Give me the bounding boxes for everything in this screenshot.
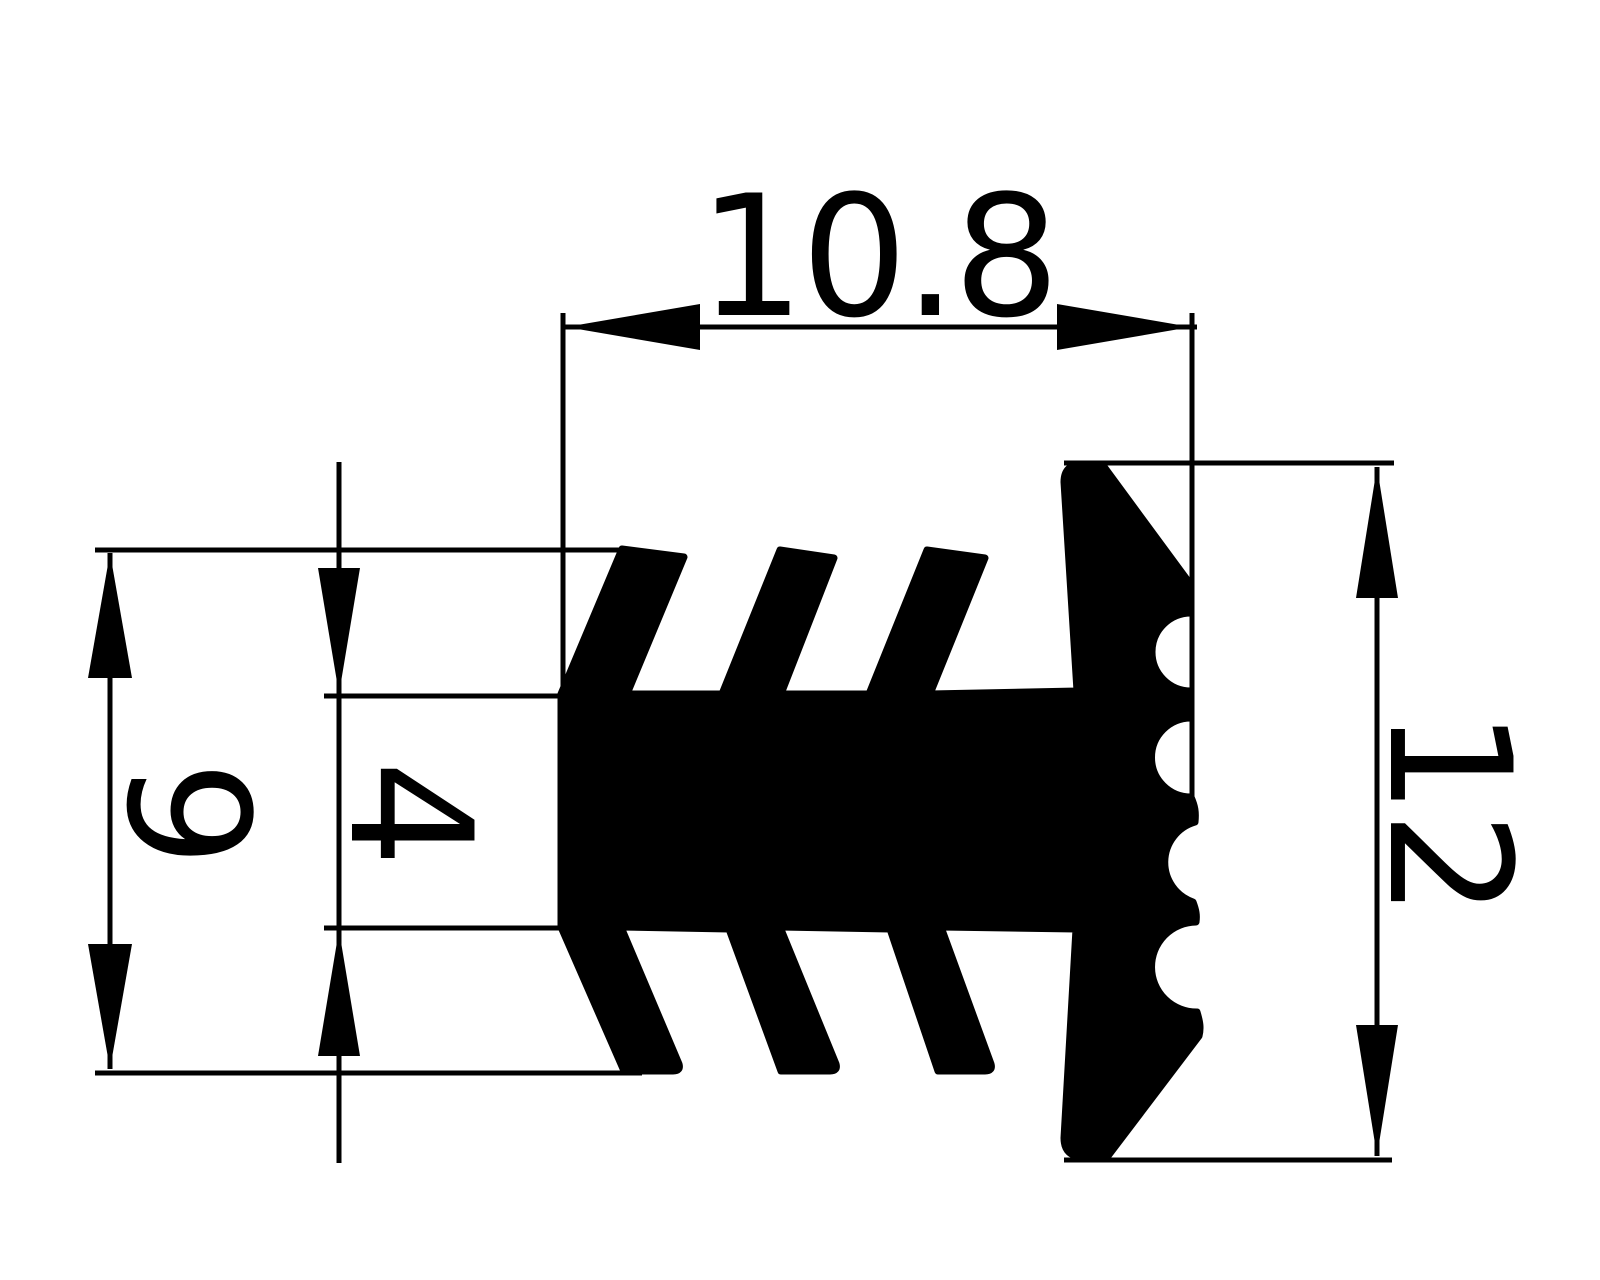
arrowhead-12-up <box>1356 467 1398 598</box>
arrowhead-4-up <box>318 930 360 1056</box>
profile-silhouette <box>557 460 1204 1161</box>
dimension-labels: 10.8 9 4 12 <box>89 159 1547 914</box>
dim-label-height-12: 12 <box>1351 708 1547 914</box>
arrowhead-4-down <box>318 568 360 694</box>
dim-label-width-108: 10.8 <box>698 159 1056 355</box>
arrowhead-9-down <box>88 944 132 1069</box>
extension-lines <box>95 313 1394 1163</box>
dim-label-thickness-4: 4 <box>312 761 508 864</box>
dimension-arrowheads <box>88 304 1398 1156</box>
dim-label-height-9: 9 <box>89 761 285 864</box>
arrowhead-108-right <box>1057 304 1191 350</box>
arrowhead-9-up <box>88 553 132 678</box>
arrowhead-12-down <box>1356 1025 1398 1156</box>
arrowhead-108-left <box>566 304 700 350</box>
profile-shape-group <box>557 460 1204 1161</box>
